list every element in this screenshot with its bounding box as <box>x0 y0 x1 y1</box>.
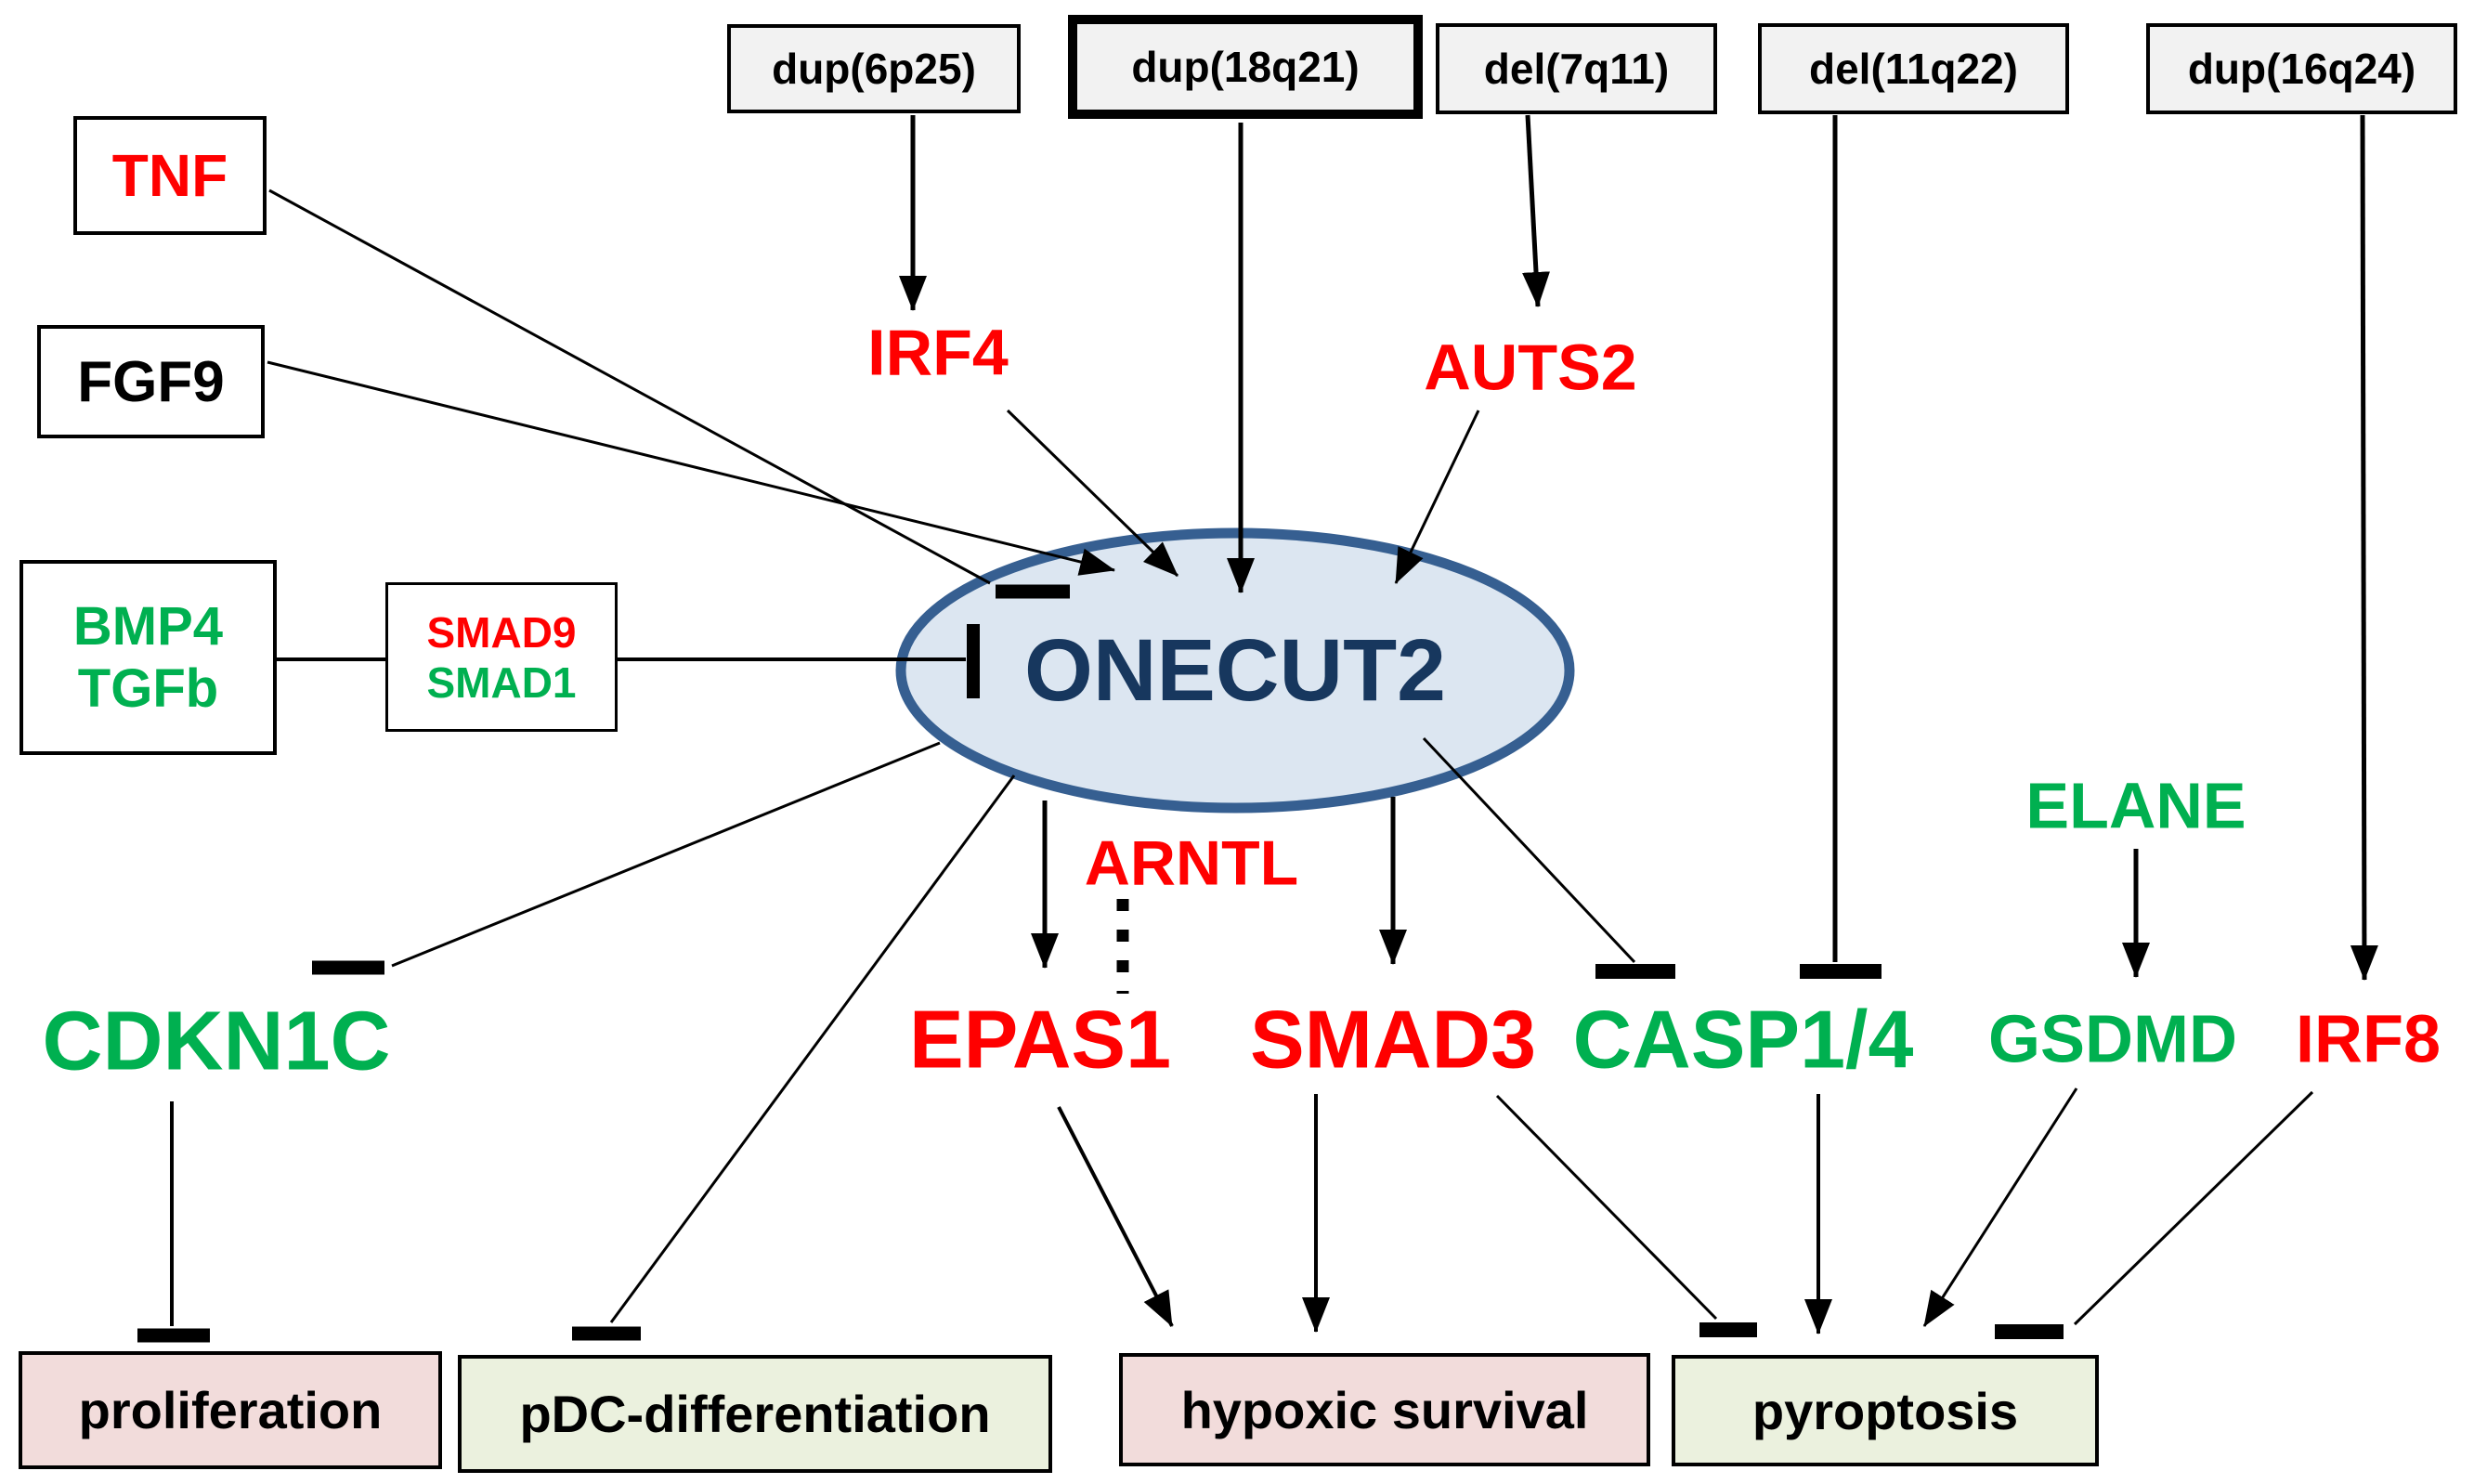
input-box-smads: SMAD9 SMAD1 <box>385 582 618 732</box>
smad9-label: SMAD9 <box>426 607 577 657</box>
gene-arntl: ARNTL <box>1084 827 1299 899</box>
chromosome-box-label: del(7q11) <box>1483 45 1670 93</box>
outcome-box-hypoxic-survival: hypoxic survival <box>1119 1353 1650 1466</box>
gene-cdkn1c: CDKN1C <box>42 995 391 1088</box>
onecut2-label: ONECUT2 <box>1024 620 1446 720</box>
outcome-box-pyroptosis: pyroptosis <box>1672 1355 2099 1466</box>
outcome-label: proliferation <box>78 1381 383 1439</box>
gene-casp1-4: CASP1/4 <box>1572 993 1914 1086</box>
edge-irf4-onecut2 <box>1006 409 1179 578</box>
edge-tnf-onecut2 <box>268 189 991 585</box>
edge-onecut2-casp <box>1422 736 1636 964</box>
edge-onecut2-cdkn1c <box>391 741 941 968</box>
edge-irf8-pyroptosis <box>2073 1090 2314 1326</box>
gene-elane: ELANE <box>2025 769 2246 842</box>
chromosome-box-del7q11: del(7q11) <box>1436 23 1717 114</box>
gene-gsdmd: GSDMD <box>1988 1002 2237 1077</box>
chromosome-box-label: dup(16q24) <box>2187 45 2416 93</box>
bmp4-label: BMP4 <box>72 596 224 657</box>
edge-auts2-onecut2 <box>1394 410 1480 584</box>
input-box-bmp4-tgfb: BMP4 TGFb <box>20 560 277 755</box>
gene-smad3: SMAD3 <box>1249 993 1537 1086</box>
onecut2-ellipse <box>895 527 1575 814</box>
outcome-label: pyroptosis <box>1751 1381 2019 1440</box>
chromosome-box-del11q22: del(11q22) <box>1758 23 2069 114</box>
fgf9-label: FGF9 <box>77 349 225 414</box>
chromosome-box-dup18q21: dup(18q21) <box>1068 15 1423 119</box>
outcome-box-pdc-differentiation: pDC-differentiation <box>458 1355 1052 1473</box>
chromosome-box-label: del(11q22) <box>1809 45 2018 93</box>
outcome-label: hypoxic survival <box>1180 1380 1589 1439</box>
edge-onecut2-pdc <box>609 775 1016 1323</box>
gene-irf8: IRF8 <box>2295 1002 2441 1077</box>
edge-fgf9-onecut2 <box>267 360 1115 576</box>
gene-irf4: IRF4 <box>867 316 1009 389</box>
edge-smad3-pyroptosis <box>1495 1094 1718 1321</box>
chromosome-box-label: dup(6p25) <box>772 45 976 93</box>
smad1-label: SMAD1 <box>426 657 577 707</box>
gene-epas1: EPAS1 <box>908 993 1172 1086</box>
outcome-label: pDC-differentiation <box>519 1385 991 1443</box>
tnf-label: TNF <box>111 142 228 209</box>
edge-del7q11-auts2 <box>1522 114 1551 307</box>
edge-dup16q24-irf8 <box>2350 114 2378 981</box>
tgfb-label: TGFb <box>77 658 219 719</box>
gene-auts2: AUTS2 <box>1424 331 1637 404</box>
edge-epas1-hypoxic <box>1057 1106 1174 1327</box>
edge-gsdmd-pyroptosis <box>1922 1087 2078 1327</box>
input-box-tnf: TNF <box>73 116 267 235</box>
input-box-fgf9: FGF9 <box>37 325 265 438</box>
outcome-box-proliferation: proliferation <box>19 1351 442 1469</box>
chromosome-box-label: dup(18q21) <box>1131 43 1360 91</box>
chromosome-box-dup6p25: dup(6p25) <box>727 24 1021 113</box>
chromosome-box-dup16q24: dup(16q24) <box>2146 23 2457 114</box>
